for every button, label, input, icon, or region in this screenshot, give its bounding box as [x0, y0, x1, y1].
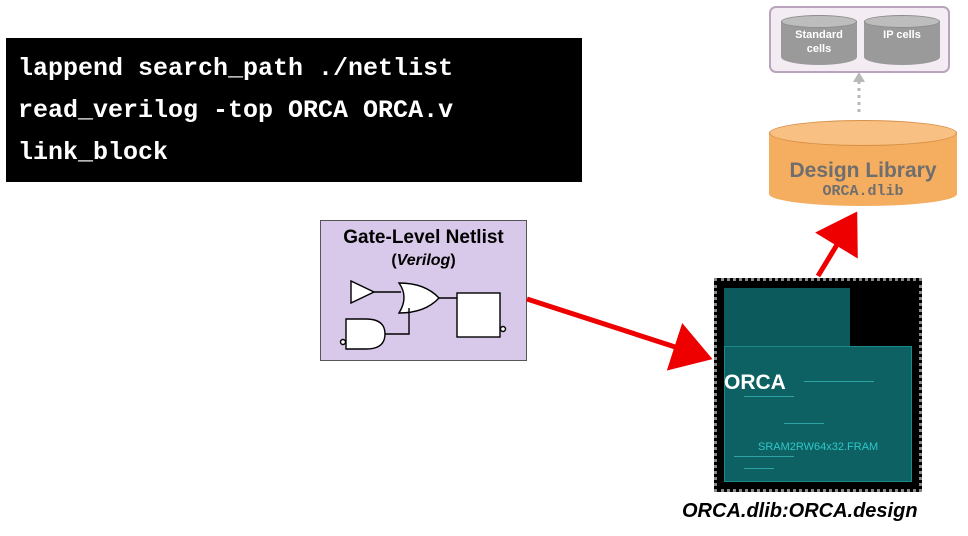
code-line-read-verilog: read_verilog -top ORCA ORCA.v: [18, 96, 454, 125]
chip-core-region: [724, 346, 912, 482]
design-library-file: ORCA.dlib: [822, 183, 904, 200]
logic-gates-icon: [339, 279, 507, 350]
sram-macro-label: SRAM2RW64x32.FRAM: [758, 441, 879, 453]
design-library-cylinder: Design Library ORCA.dlib: [769, 120, 957, 210]
chip-io-ring: [714, 278, 922, 492]
buffer-gate-icon: [350, 279, 376, 305]
chip-to-library-arrow: [815, 211, 858, 278]
reference-libraries-group: Standard cells IP cells: [769, 6, 950, 73]
or-gate-icon: [397, 282, 440, 314]
netlist-title: Gate-Level Netlist: [343, 227, 504, 248]
design-library-title: Design Library: [789, 159, 937, 182]
code-line-lappend: lappend search_path ./netlist: [18, 54, 454, 83]
flip-flop-icon: [456, 292, 501, 338]
gate-level-netlist-box: Gate-Level Netlist (Verilog): [320, 220, 527, 361]
tcl-command-block: lappend search_path ./netlist read_veril…: [6, 38, 582, 182]
nand-gate-icon: [345, 318, 386, 350]
code-line-link-block: link_block: [18, 138, 169, 167]
ip-cells-cylinder-icon: IP cells: [864, 15, 940, 71]
standard-cells-cylinder-icon: Standard cells: [781, 15, 857, 71]
dependency-arrowhead-icon: [853, 72, 865, 82]
netlist-subtitle: (Verilog): [391, 252, 456, 269]
netlist-to-chip-arrow: [526, 296, 713, 371]
standard-cells-label: Standard cells: [795, 29, 843, 55]
ip-cells-label: IP cells: [883, 29, 921, 41]
chip-name: ORCA: [724, 371, 786, 394]
orca-chip-layout: ORCA SRAM2RW64x32.FRAM: [714, 278, 922, 492]
design-name-label: ORCA.dlib:ORCA.design: [682, 500, 918, 522]
